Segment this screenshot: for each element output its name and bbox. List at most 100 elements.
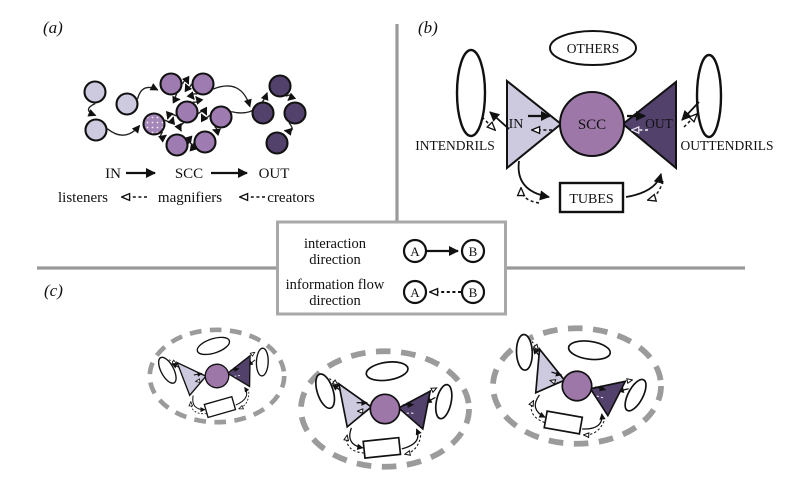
panel-b-label: (b) (418, 18, 438, 37)
others-ellipse (549, 30, 637, 66)
mini-intendril-ellipse (315, 373, 336, 410)
mini-scc-circle (204, 363, 230, 389)
mini-bowtie (490, 325, 664, 447)
legend-flow-line2: direction (309, 293, 361, 309)
outtendrils-label: OUTTENDRILS (681, 138, 774, 153)
mini-tubes-to-out-arrow (582, 413, 606, 430)
mini-in-to-tubes-arrow (349, 427, 364, 450)
network-node-scc (191, 72, 215, 96)
mini-in-triangle (337, 381, 373, 429)
network-node-out (283, 101, 307, 125)
mini-tubes-to-in-flow-arrow (347, 435, 365, 454)
network-edge (165, 110, 177, 120)
legend-flow-line1: information flow (286, 277, 385, 293)
network-edge (283, 122, 293, 136)
community-dashed-ellipse (490, 325, 664, 447)
network-edge (184, 83, 193, 93)
flow-legend-out: OUT (259, 166, 290, 182)
out-label: OUT (645, 116, 673, 131)
network-edge (184, 135, 193, 145)
mini-tendril-flow-arrow (168, 359, 176, 365)
outtendrils-ellipse (695, 53, 723, 139)
mini-tendril-flow-arrow (531, 341, 540, 349)
role-legend-creators: creators (267, 190, 315, 206)
panel-a-flow-legend: IN SCC OUT (105, 166, 289, 182)
in-to-intendrils-arrow (489, 111, 510, 130)
mini-out-to-tubes-flow-arrow (584, 420, 605, 440)
mini-out-interaction-arrow (230, 367, 240, 373)
network-edge (186, 91, 198, 101)
scc-circle (559, 91, 625, 157)
network-node-out (268, 74, 292, 98)
mini-intendril-ellipse (515, 333, 534, 372)
network-edge (172, 93, 181, 104)
intendrils-label: INTENDRILS (415, 138, 495, 153)
legend-interaction-line1: interaction (304, 236, 367, 252)
network-edge (192, 95, 204, 105)
mini-bowtie (298, 348, 472, 470)
network-edge (158, 131, 167, 143)
tubes-to-out-arrow (625, 173, 664, 198)
others-label: OTHERS (567, 41, 620, 56)
in-label: IN (509, 117, 524, 132)
mini-out-interaction-arrow (595, 385, 607, 392)
network-edge (181, 75, 190, 85)
mini-tubes-to-in-flow-arrow (191, 400, 207, 415)
panel-a-role-legend: listeners magnifiers creators (58, 190, 315, 206)
mini-intendril-ellipse (157, 356, 177, 384)
mini-others-ellipse (196, 336, 231, 356)
network-node-out (265, 131, 289, 155)
flow-legend-scc: SCC (175, 166, 203, 182)
panel-c-label: (c) (44, 281, 63, 300)
legend-interaction-line2: direction (309, 252, 361, 268)
mini-tubes-rect (543, 410, 584, 435)
outtendrils-to-out-arrow (681, 101, 700, 121)
network-node-scc (175, 100, 199, 124)
network-edge (174, 122, 185, 132)
network-node-scc (209, 105, 233, 129)
legend-node-a-label: A (410, 244, 420, 259)
mini-bowties-layer (147, 325, 664, 470)
network-node-out (251, 101, 275, 125)
network-node-scc (165, 133, 189, 157)
mini-out-triangle (397, 389, 432, 431)
legend-row-information-flow: information flow direction A B (286, 277, 486, 309)
mini-in-flow-arrow (550, 380, 560, 383)
mini-out-flow-arrow (233, 374, 240, 377)
mini-tendril-flow-arrow (329, 378, 337, 385)
tubes-rect (558, 181, 625, 214)
mini-in-interaction-arrow (193, 371, 203, 377)
legend-node-a2 (402, 279, 428, 305)
mini-scc-circle (369, 393, 401, 425)
network-node-in (83, 80, 107, 104)
mini-out-triangle (226, 354, 251, 388)
mini-others-ellipse (365, 361, 409, 382)
network-edge (200, 113, 211, 123)
network-node-in (84, 118, 108, 142)
in-to-tubes-arrow (517, 160, 550, 201)
scc-label: SCC (578, 117, 606, 133)
mini-tubes-to-in-flow-arrow (528, 401, 545, 424)
out-to-tubes-flow-arrow (648, 180, 664, 200)
mini-tubes-to-out-arrow (401, 428, 422, 450)
network-edge (285, 92, 297, 101)
tubes-to-in-flow-arrow (521, 188, 540, 204)
mini-in-to-tubes-arrow (534, 394, 546, 418)
flow-legend-in: IN (105, 166, 121, 182)
network-node-scc (159, 72, 183, 96)
network-edge (107, 124, 141, 136)
tubes-label: TUBES (569, 192, 613, 207)
network-edge (213, 85, 252, 108)
mini-in-flow-arrow (196, 380, 204, 381)
mini-outtendril-ellipse (434, 383, 453, 420)
community-dashed-ellipse (298, 348, 472, 470)
network-edge (87, 102, 97, 117)
network-edge (164, 116, 176, 126)
mini-others-ellipse (567, 340, 612, 361)
network-node-scc (193, 130, 217, 154)
network-edge (197, 106, 208, 116)
legend-node-b2 (460, 279, 486, 305)
mini-in-interaction-arrow (551, 370, 563, 377)
